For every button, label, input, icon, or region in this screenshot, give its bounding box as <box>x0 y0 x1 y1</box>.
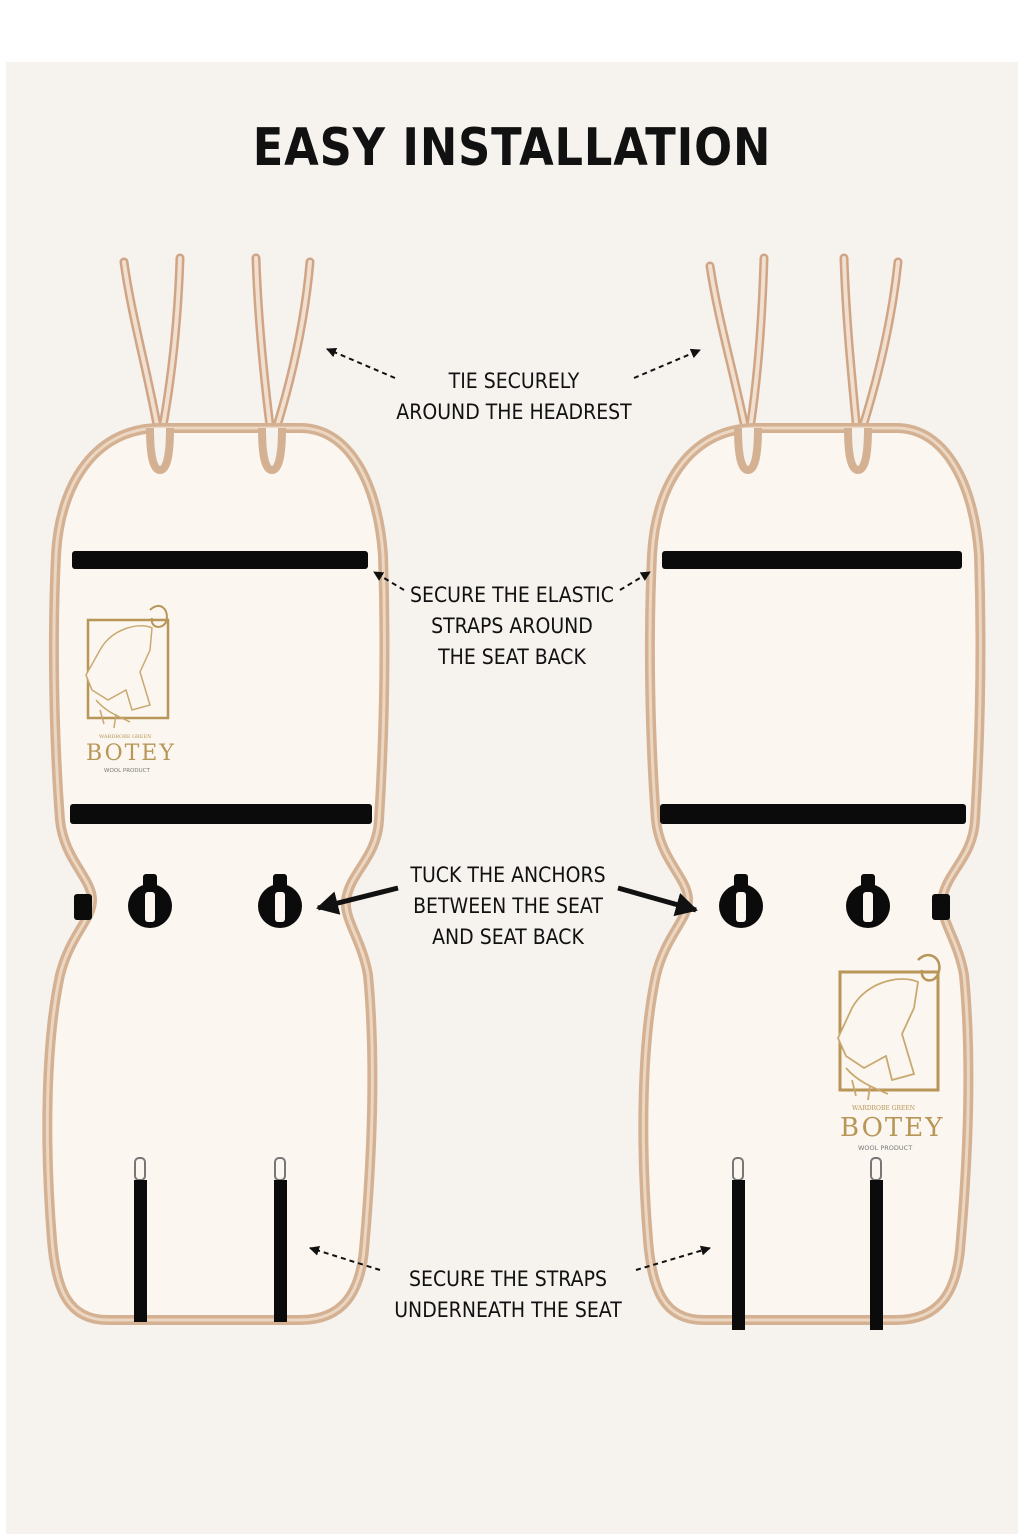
arrow-bottom-right <box>635 1245 711 1271</box>
brand-logo-right: WARDROBE GREEN BOTEY WOOL PRODUCT <box>837 953 944 1152</box>
arrows <box>309 347 711 1271</box>
bottom-strap-right-1 <box>732 1157 745 1330</box>
instruction-headrest: TIE SECURELY AROUND THE HEADREST <box>396 369 632 424</box>
instruction-anchors: TUCK THE ANCHORS BETWEEN THE SEAT AND SE… <box>410 863 606 949</box>
headrest-ties-left <box>119 253 315 447</box>
seat-cover-left: WARDROBE GREEN BOTEY WOOL PRODUCT <box>47 253 384 1322</box>
svg-text:WOOL PRODUCT: WOOL PRODUCT <box>104 768 150 774</box>
svg-text:WARDROBE GREEN: WARDROBE GREEN <box>852 1105 915 1112</box>
svg-text:BOTEY: BOTEY <box>86 741 176 766</box>
instruction-elastic-straps: SECURE THE ELASTIC STRAPS AROUND THE SEA… <box>410 583 614 669</box>
elastic-strap-upper-right <box>662 551 962 569</box>
elastic-strap-lower-left <box>70 804 372 824</box>
anchor-left-1 <box>128 874 172 928</box>
svg-text:BOTEY: BOTEY <box>840 1113 944 1143</box>
elastic-strap-lower-right <box>660 804 966 824</box>
arrow-anchors-right <box>617 885 698 917</box>
headrest-ties-right <box>705 253 903 447</box>
svg-text:WOOL PRODUCT: WOOL PRODUCT <box>858 1144 912 1152</box>
arrow-headrest-right <box>633 348 701 379</box>
arrow-bottom-left <box>309 1245 381 1271</box>
page-title: EASY INSTALLATION <box>252 118 772 178</box>
brand-logo-left: WARDROBE GREEN BOTEY WOOL PRODUCT <box>85 604 176 774</box>
anchor-right-1 <box>719 874 763 928</box>
arrow-headrest-left <box>326 347 396 379</box>
elastic-strap-upper-left <box>72 551 368 569</box>
bottom-strap-left-1 <box>134 1157 147 1322</box>
arrow-anchors-left <box>316 885 399 915</box>
arrow-elastic-right <box>619 571 651 591</box>
anchor-right-2 <box>846 874 890 928</box>
instruction-bottom-straps: SECURE THE STRAPS UNDERNEATH THE SEAT <box>394 1267 622 1322</box>
arrow-elastic-left <box>373 571 405 591</box>
bottom-strap-left-2 <box>274 1157 287 1322</box>
anchor-left-2 <box>258 874 302 928</box>
bottom-strap-right-2 <box>870 1157 883 1330</box>
svg-text:WARDROBE GREEN: WARDROBE GREEN <box>99 734 152 740</box>
seat-cover-right: WARDROBE GREEN BOTEY WOOL PRODUCT <box>643 253 980 1330</box>
